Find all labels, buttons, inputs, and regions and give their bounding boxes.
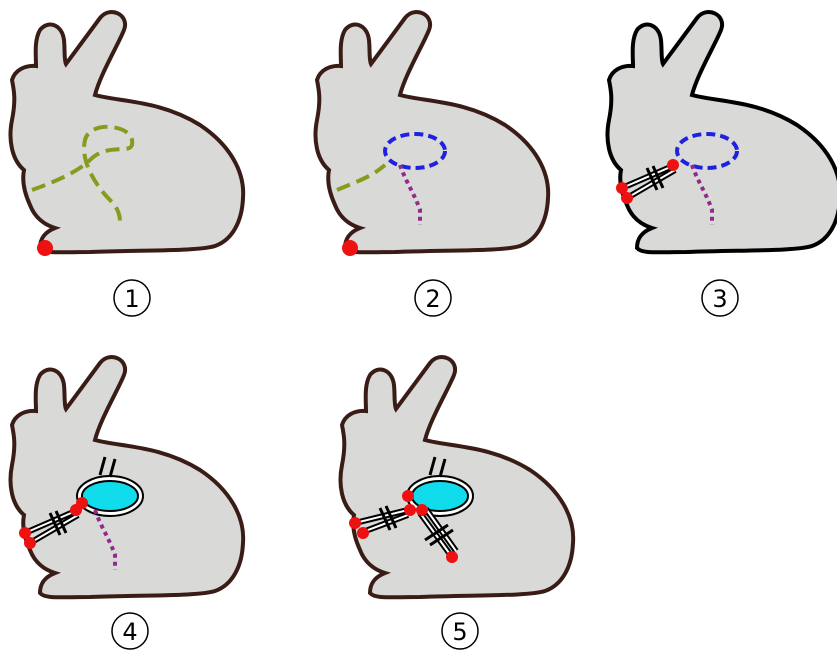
bunny-silhouette-icon bbox=[608, 12, 837, 252]
bunny-silhouette-icon bbox=[316, 12, 549, 252]
red-point bbox=[37, 240, 53, 256]
red-point bbox=[416, 504, 428, 516]
red-point bbox=[667, 159, 679, 171]
red-point bbox=[349, 517, 361, 529]
red-point bbox=[404, 504, 416, 516]
red-point bbox=[402, 490, 414, 502]
red-point bbox=[342, 240, 358, 256]
red-point bbox=[24, 537, 36, 549]
panel-1: 1 bbox=[11, 12, 244, 316]
panel-label: 1 bbox=[124, 285, 139, 313]
panel-2: 2 bbox=[316, 12, 549, 316]
bunny-silhouette-icon bbox=[341, 357, 574, 597]
red-point bbox=[76, 497, 88, 509]
panel-5: 5 bbox=[341, 357, 574, 649]
panel-label: 2 bbox=[425, 285, 440, 313]
panel-3: 3 bbox=[608, 12, 837, 316]
panel-label: 3 bbox=[712, 285, 727, 313]
panel-label: 4 bbox=[122, 618, 137, 646]
cap-fill bbox=[82, 481, 138, 511]
red-point bbox=[357, 527, 369, 539]
bunny-silhouette-icon bbox=[11, 357, 244, 597]
panel-4: 4 bbox=[11, 357, 244, 649]
panel-label: 5 bbox=[452, 618, 467, 646]
red-point bbox=[446, 551, 458, 563]
red-point bbox=[621, 192, 633, 204]
